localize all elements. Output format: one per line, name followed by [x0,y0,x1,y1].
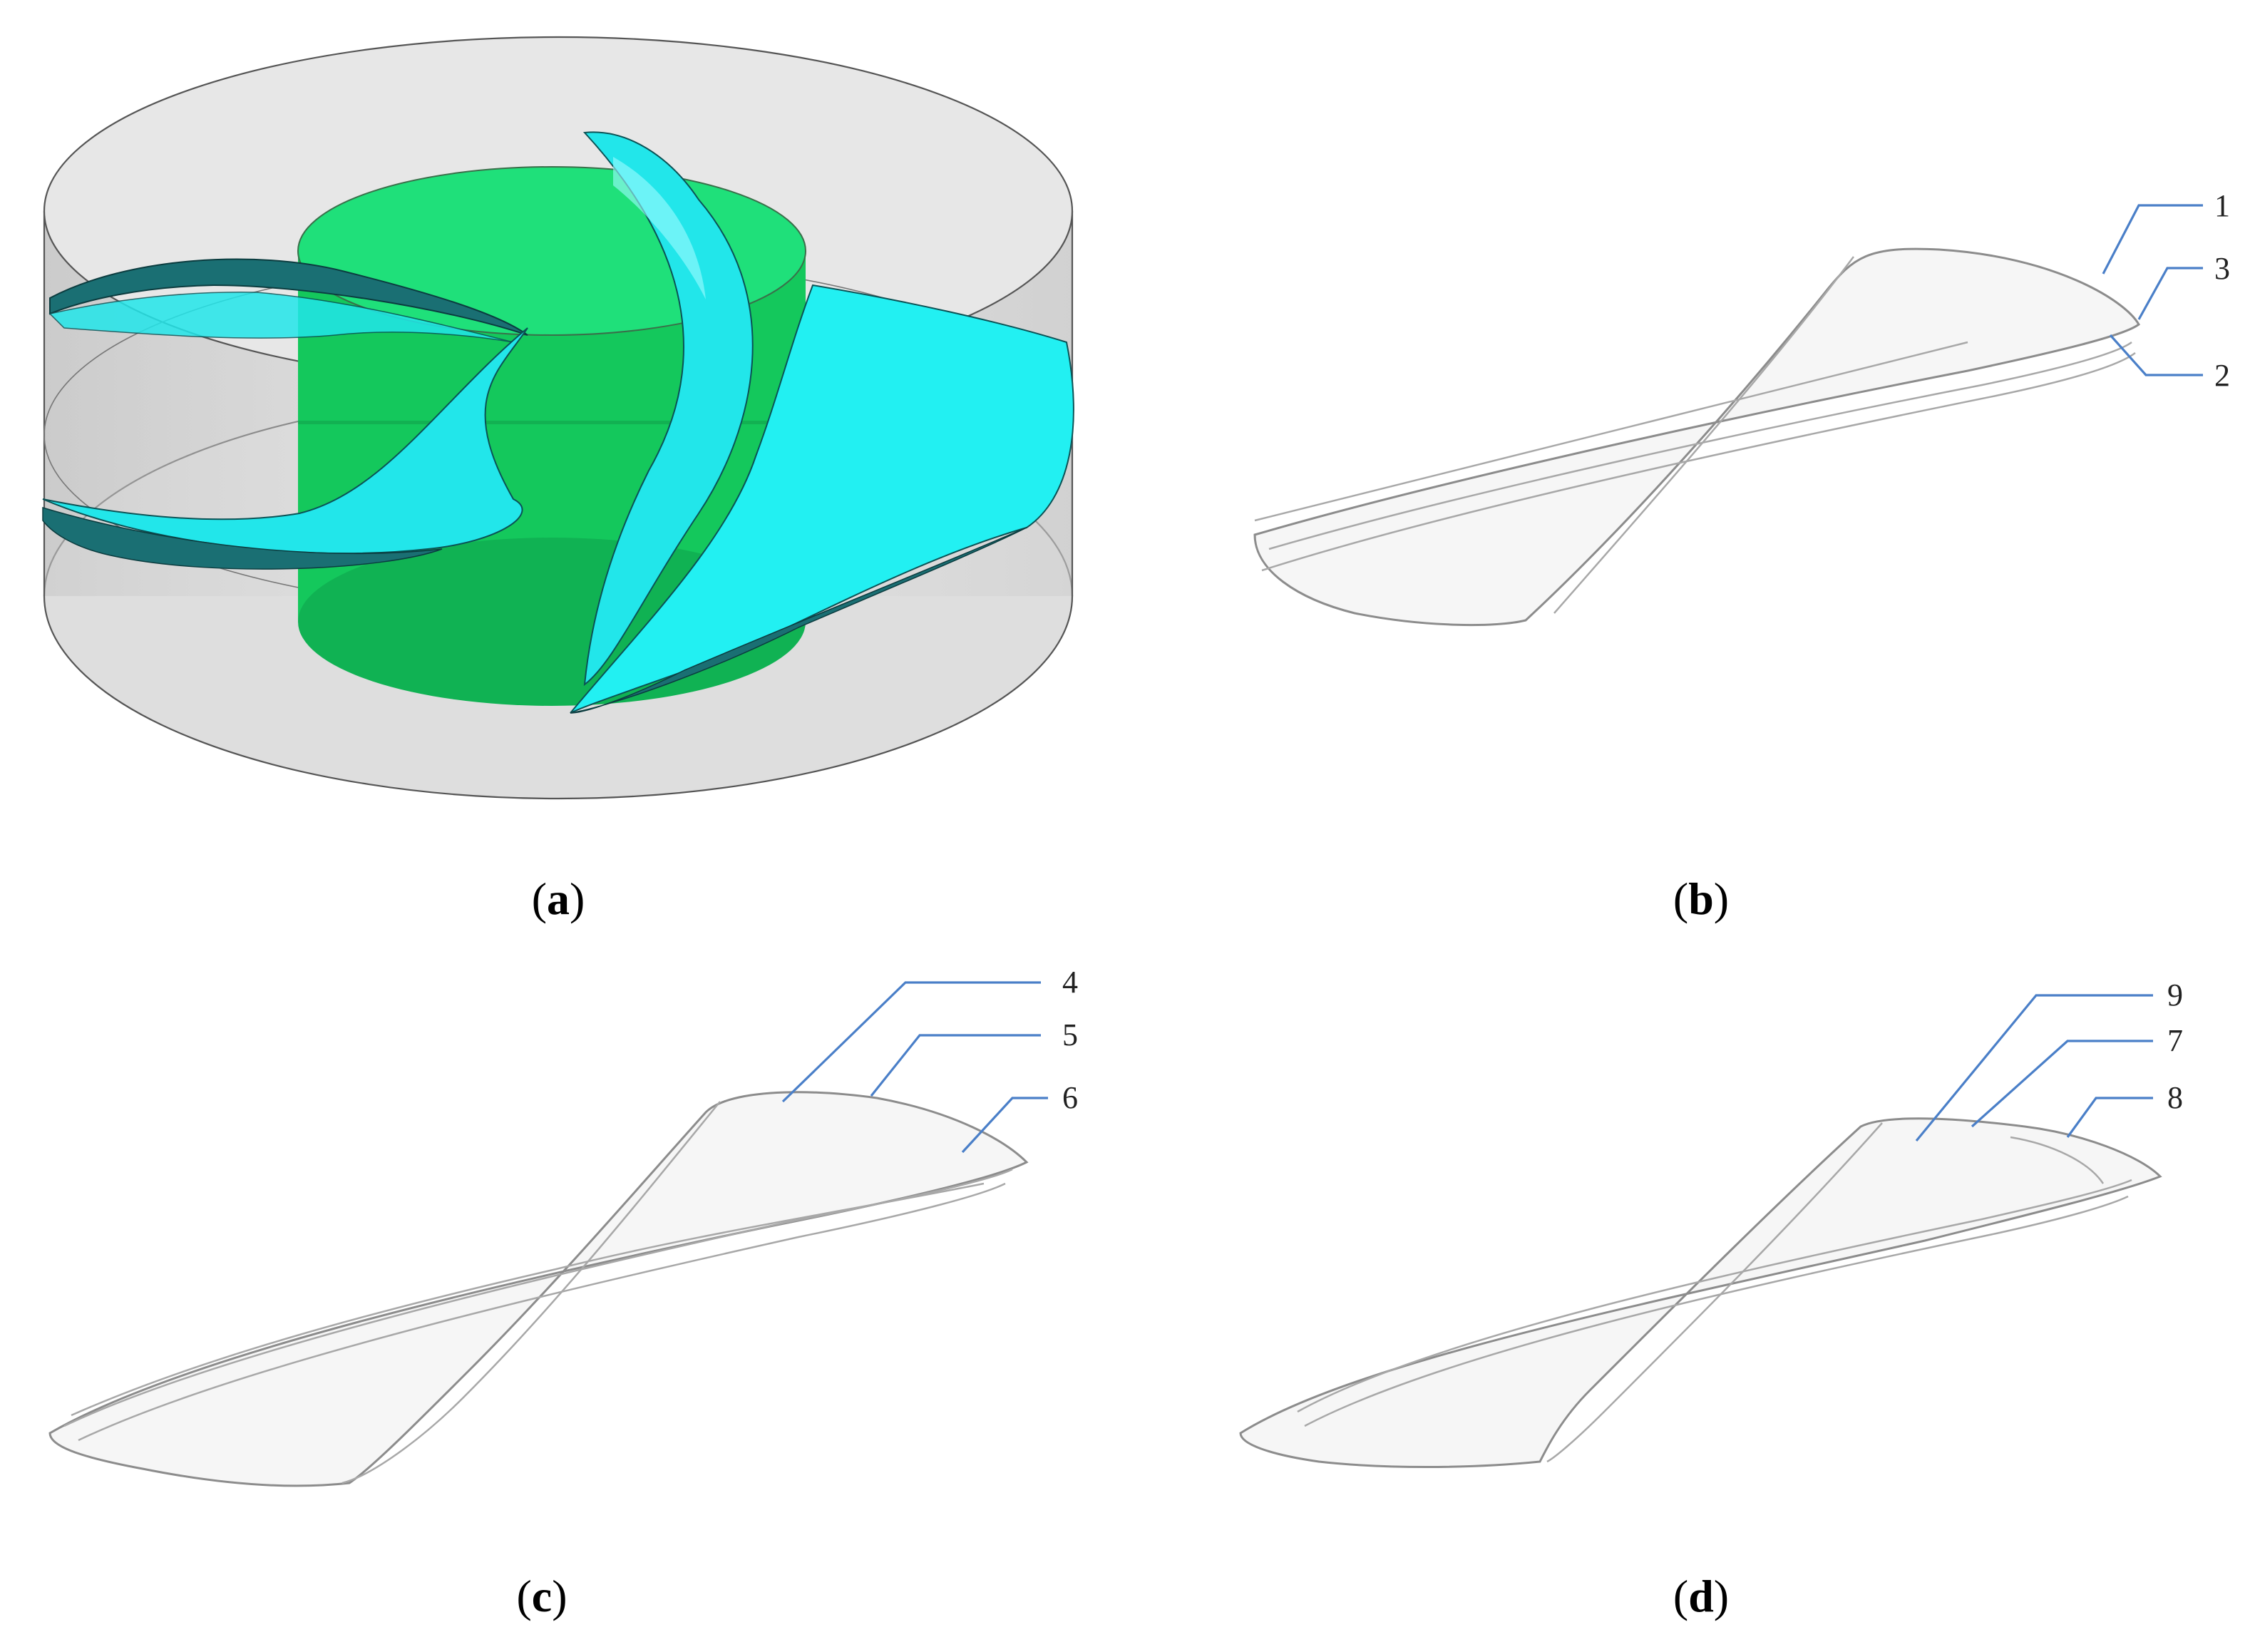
callout-d-9: 9 [2167,978,2183,1012]
blade-outline-b-3 [1261,352,2136,572]
callout-c-6: 6 [1062,1080,1078,1115]
leader-line-b-1 [2102,204,2203,275]
panel-c-blade-outlines: 4 5 6 [48,965,1078,1487]
leader-line-c-4 [781,981,1041,1103]
blade-outline-d-2 [1297,1179,2132,1413]
callout-b-3: 3 [2214,251,2230,286]
blade-center-front [582,131,754,687]
panel-d-blade-outlines: 9 7 8 [1239,978,2183,1468]
blade-outline-b-4 [1254,341,1968,522]
blade-outline-d-4 [1546,1122,1883,1463]
leader-line-b-3 [2137,267,2203,320]
leader-line-c-6 [961,1097,1048,1154]
panel-a-impeller-model [42,36,1074,800]
caption-b: (b) [1673,873,1729,924]
blade-outline-b-2 [1268,341,2132,550]
blade-outline-d-1 [1239,1117,2162,1468]
impeller-blades [42,131,1074,714]
leader-line-d-8 [2066,1097,2153,1138]
blade-center-shine [613,157,706,299]
callout-d-8: 8 [2167,1080,2183,1115]
blade-upper-left [49,258,528,336]
caption-a: (a) [532,873,585,924]
callout-c-5: 5 [1062,1017,1078,1052]
leader-line-b-2 [2109,334,2203,376]
callout-d-7: 7 [2167,1023,2183,1058]
blade-outline-c-4 [71,1182,985,1417]
leader-line-d-9 [1915,994,2153,1142]
blade-outline-b-5 [1553,256,1854,614]
blade-right-edge-dark [570,527,1027,714]
blade-outline-b-1 [1253,247,2140,627]
caption-c: (c) [516,1571,567,1621]
blade-left-lower-dark [42,506,443,570]
blade-outline-c-2 [63,1168,1013,1427]
blade-outline-c-3 [78,1182,1006,1442]
callout-b-2: 2 [2214,358,2230,393]
callout-c-4: 4 [1062,965,1078,1000]
blade-outline-c-1 [48,1091,1029,1487]
callout-b-1: 1 [2214,188,2230,223]
panel-b-blade-outlines: 1 3 2 [1253,188,2230,627]
leader-line-c-5 [870,1034,1041,1097]
caption-d: (d) [1673,1571,1729,1621]
leader-line-d-7 [1971,1040,2153,1128]
blade-outline-d-5 [2010,1136,2105,1184]
blade-outline-d-3 [1304,1195,2129,1427]
blade-outline-c-5 [341,1101,721,1484]
